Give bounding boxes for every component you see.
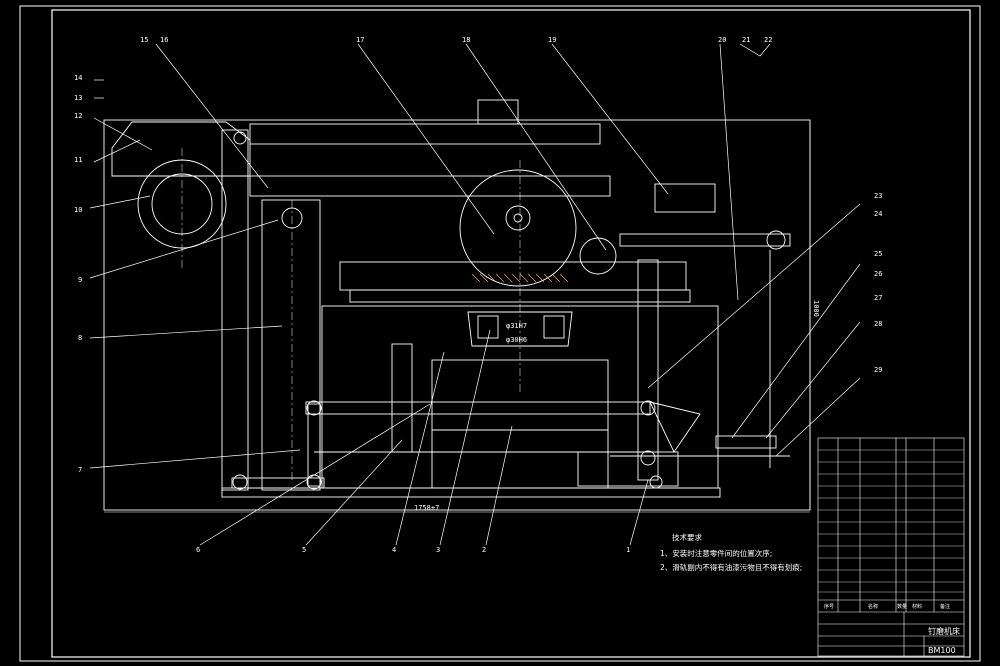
motor-mount: [249, 175, 611, 197]
chuck-bearing-right: [543, 315, 565, 339]
link-pin-1: [306, 400, 322, 416]
dimension-fit-1: φ31H7: [506, 322, 527, 330]
note-2: 2、滑轨副内不得有油漆污物且不得有划痕;: [660, 562, 802, 572]
top-beam: [249, 123, 601, 145]
column-pin: [233, 131, 247, 145]
callout-8: 8: [78, 334, 82, 342]
column-housing: [321, 305, 719, 489]
outer-border: [19, 5, 981, 662]
lever-pivot: [579, 237, 617, 275]
callout-1: 1: [626, 546, 630, 554]
link-pin-4: [640, 400, 656, 416]
callout-19: 19: [548, 36, 556, 44]
leader-lines: [89, 43, 861, 546]
left-link: [307, 403, 321, 487]
drawing-code: BM100: [928, 646, 956, 655]
grinding-wheel: [459, 169, 577, 287]
header-name: 名称: [868, 603, 878, 610]
machine-view: [103, 99, 811, 511]
hatched-band: [471, 273, 569, 283]
callout-18: 18: [462, 36, 470, 44]
dimension-fit-2: φ30H6: [506, 336, 527, 344]
callout-12: 12: [74, 112, 82, 120]
link-pin-5: [640, 450, 656, 466]
machine-frame-outline: [103, 119, 811, 511]
callout-16: 16: [160, 36, 168, 44]
callout-17: 17: [356, 36, 364, 44]
callout-labels: 1 2 3 4 5 6 7 8 9 10 11 12 13 14 15 16 1…: [74, 36, 882, 554]
callout-13: 13: [74, 94, 82, 102]
callout-22: 22: [764, 36, 772, 44]
workpiece-chuck: [467, 311, 573, 347]
bottom-block: [577, 451, 679, 487]
chuck-bearing-left: [477, 315, 499, 339]
grinding-wheel-hub: [505, 205, 531, 231]
dimension-lines: [104, 120, 811, 513]
callout-3: 3: [436, 546, 440, 554]
header-qty: 数量: [897, 603, 907, 610]
dimension-overall-height: 1000: [812, 300, 820, 317]
control-arm-bracket: [654, 183, 716, 213]
callout-15: 15: [140, 36, 148, 44]
callout-5: 5: [302, 546, 306, 554]
motor-housing: [477, 99, 519, 125]
callout-11: 11: [74, 156, 82, 164]
drawing-name: 钉磨机床: [928, 626, 960, 636]
callout-29: 29: [874, 366, 882, 374]
stop-block: [715, 435, 777, 449]
callout-26: 26: [874, 270, 882, 278]
guide-post: [391, 343, 413, 453]
callout-7: 7: [78, 466, 82, 474]
callout-9: 9: [78, 276, 82, 284]
callout-27: 27: [874, 294, 882, 302]
sector-gear: [649, 401, 701, 453]
control-lever: [637, 259, 659, 481]
callout-24: 24: [874, 210, 882, 218]
callout-28: 28: [874, 320, 882, 328]
lower-slide: [431, 429, 609, 489]
tie-rod: [619, 233, 791, 247]
left-column: [221, 129, 249, 491]
callout-23: 23: [874, 192, 882, 200]
header-material: 材料: [912, 603, 922, 610]
inner-border: [51, 9, 971, 658]
callout-6: 6: [196, 546, 200, 554]
slide-guide: [261, 199, 321, 491]
callout-4: 4: [392, 546, 396, 554]
note-1: 1、安装时注意零件间的位置次序;: [660, 548, 772, 558]
link-pin-3: [232, 474, 248, 490]
dimension-overall-width: 1758±7: [414, 504, 439, 512]
grinding-wheel-arbor: [513, 213, 523, 223]
tie-rod-end: [766, 230, 786, 250]
callout-14: 14: [74, 74, 82, 82]
header-remark: 备注: [940, 603, 950, 610]
base-crossbar: [231, 477, 325, 489]
header-seq: 序号: [824, 603, 834, 610]
callout-21: 21: [742, 36, 750, 44]
notes-heading: 技术要求: [672, 532, 702, 542]
link-pin-2: [306, 474, 322, 490]
parts-list-rows: [818, 449, 964, 593]
upper-frame: [111, 121, 251, 177]
callout-25: 25: [874, 250, 882, 258]
callout-10: 10: [74, 206, 82, 214]
link-pin-6: [649, 475, 663, 489]
callout-20: 20: [718, 36, 726, 44]
callout-2: 2: [482, 546, 486, 554]
lower-crossbar: [305, 401, 651, 415]
title-block: [817, 437, 965, 657]
